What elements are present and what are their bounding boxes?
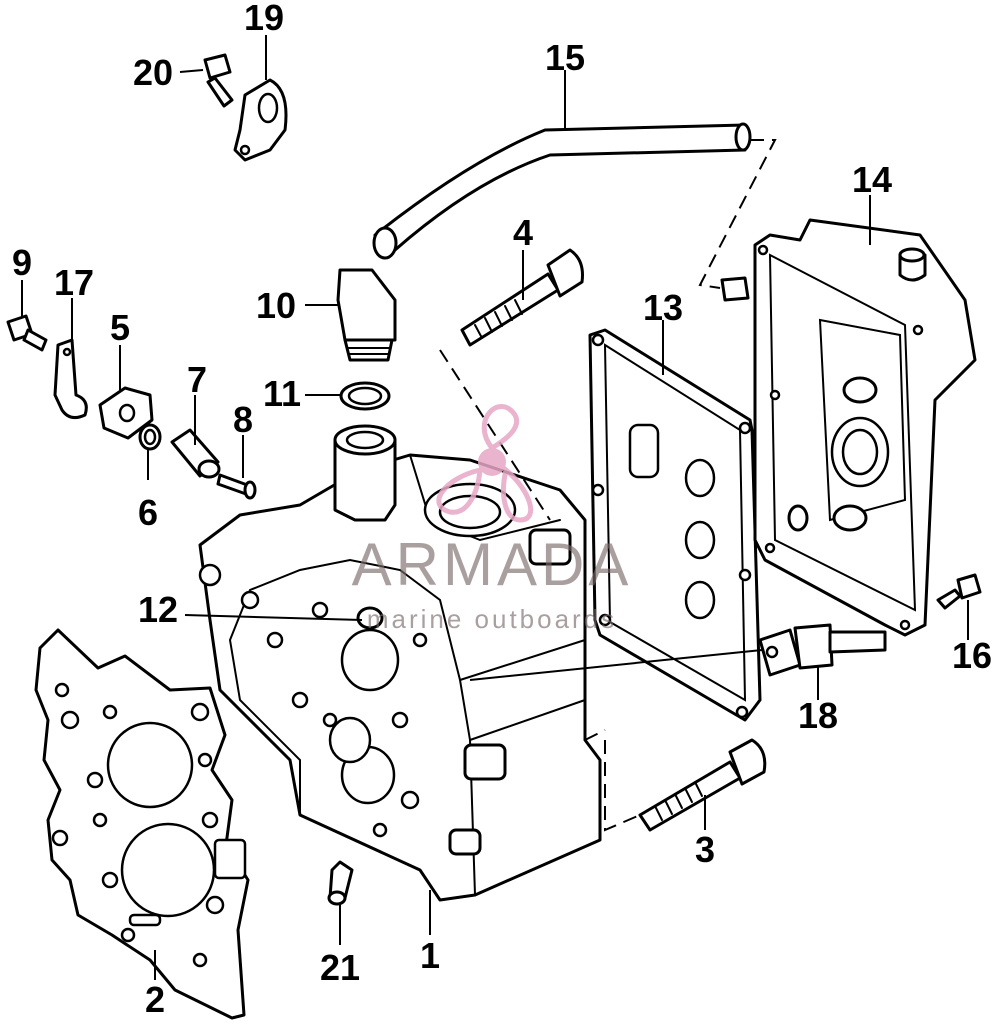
o-ring-11-inner [347, 386, 383, 406]
spark-plug-18 [758, 623, 887, 677]
water-outlet-fitting [333, 424, 397, 522]
callout-19: 19 [244, 0, 284, 38]
cylinder-head [198, 453, 602, 902]
callout-18: 18 [798, 695, 838, 736]
callout-14: 14 [852, 159, 892, 200]
dowel-21 [327, 860, 354, 906]
callout-1: 1 [420, 935, 440, 976]
callout-7: 7 [187, 359, 207, 400]
bolt-20 [203, 53, 234, 108]
cover-gasket [588, 328, 762, 722]
sleeve-7 [170, 428, 221, 479]
callout-10: 10 [256, 285, 296, 326]
callout-20: 20 [133, 52, 173, 93]
clamp-17 [53, 338, 88, 420]
callout-6: 6 [138, 492, 158, 533]
watermark-subtitle: marine outboards [367, 604, 617, 634]
screw-8 [216, 473, 257, 500]
callout-4: 4 [513, 212, 533, 253]
watermark-title: ARMADA [352, 531, 633, 598]
callout-9: 9 [12, 242, 32, 283]
callout-21: 21 [320, 947, 360, 988]
leader-lines [21, 35, 969, 980]
callout-2: 2 [145, 979, 165, 1020]
bolt-16 [936, 573, 982, 610]
callout-labels: 1 2 3 4 5 6 7 8 9 10 11 12 13 14 15 16 1… [12, 0, 992, 1020]
callout-11: 11 [263, 373, 301, 414]
callout-3: 3 [695, 829, 715, 870]
block-5 [98, 386, 154, 440]
breather-hose [372, 122, 752, 260]
callout-17: 17 [54, 262, 94, 303]
propeller-logo-icon [436, 404, 534, 523]
head-gasket [34, 628, 250, 1020]
assembly-lines [439, 139, 777, 832]
bolt-long-lower [638, 738, 767, 832]
callout-5: 5 [110, 307, 130, 348]
filler-plug [336, 268, 397, 362]
fitting-12 [356, 606, 384, 630]
bolt-long-upper [460, 248, 584, 347]
head-cover [720, 218, 977, 637]
callout-15: 15 [545, 37, 585, 78]
callout-16: 16 [952, 635, 992, 676]
bracket-19 [233, 78, 288, 162]
bolt-9 [6, 314, 48, 352]
armada-watermark: ARMADA marine outboards [352, 404, 633, 634]
ring-6-inner [143, 428, 157, 446]
callout-13: 13 [643, 287, 683, 328]
callout-8: 8 [233, 399, 253, 440]
callout-12: 12 [138, 589, 178, 630]
